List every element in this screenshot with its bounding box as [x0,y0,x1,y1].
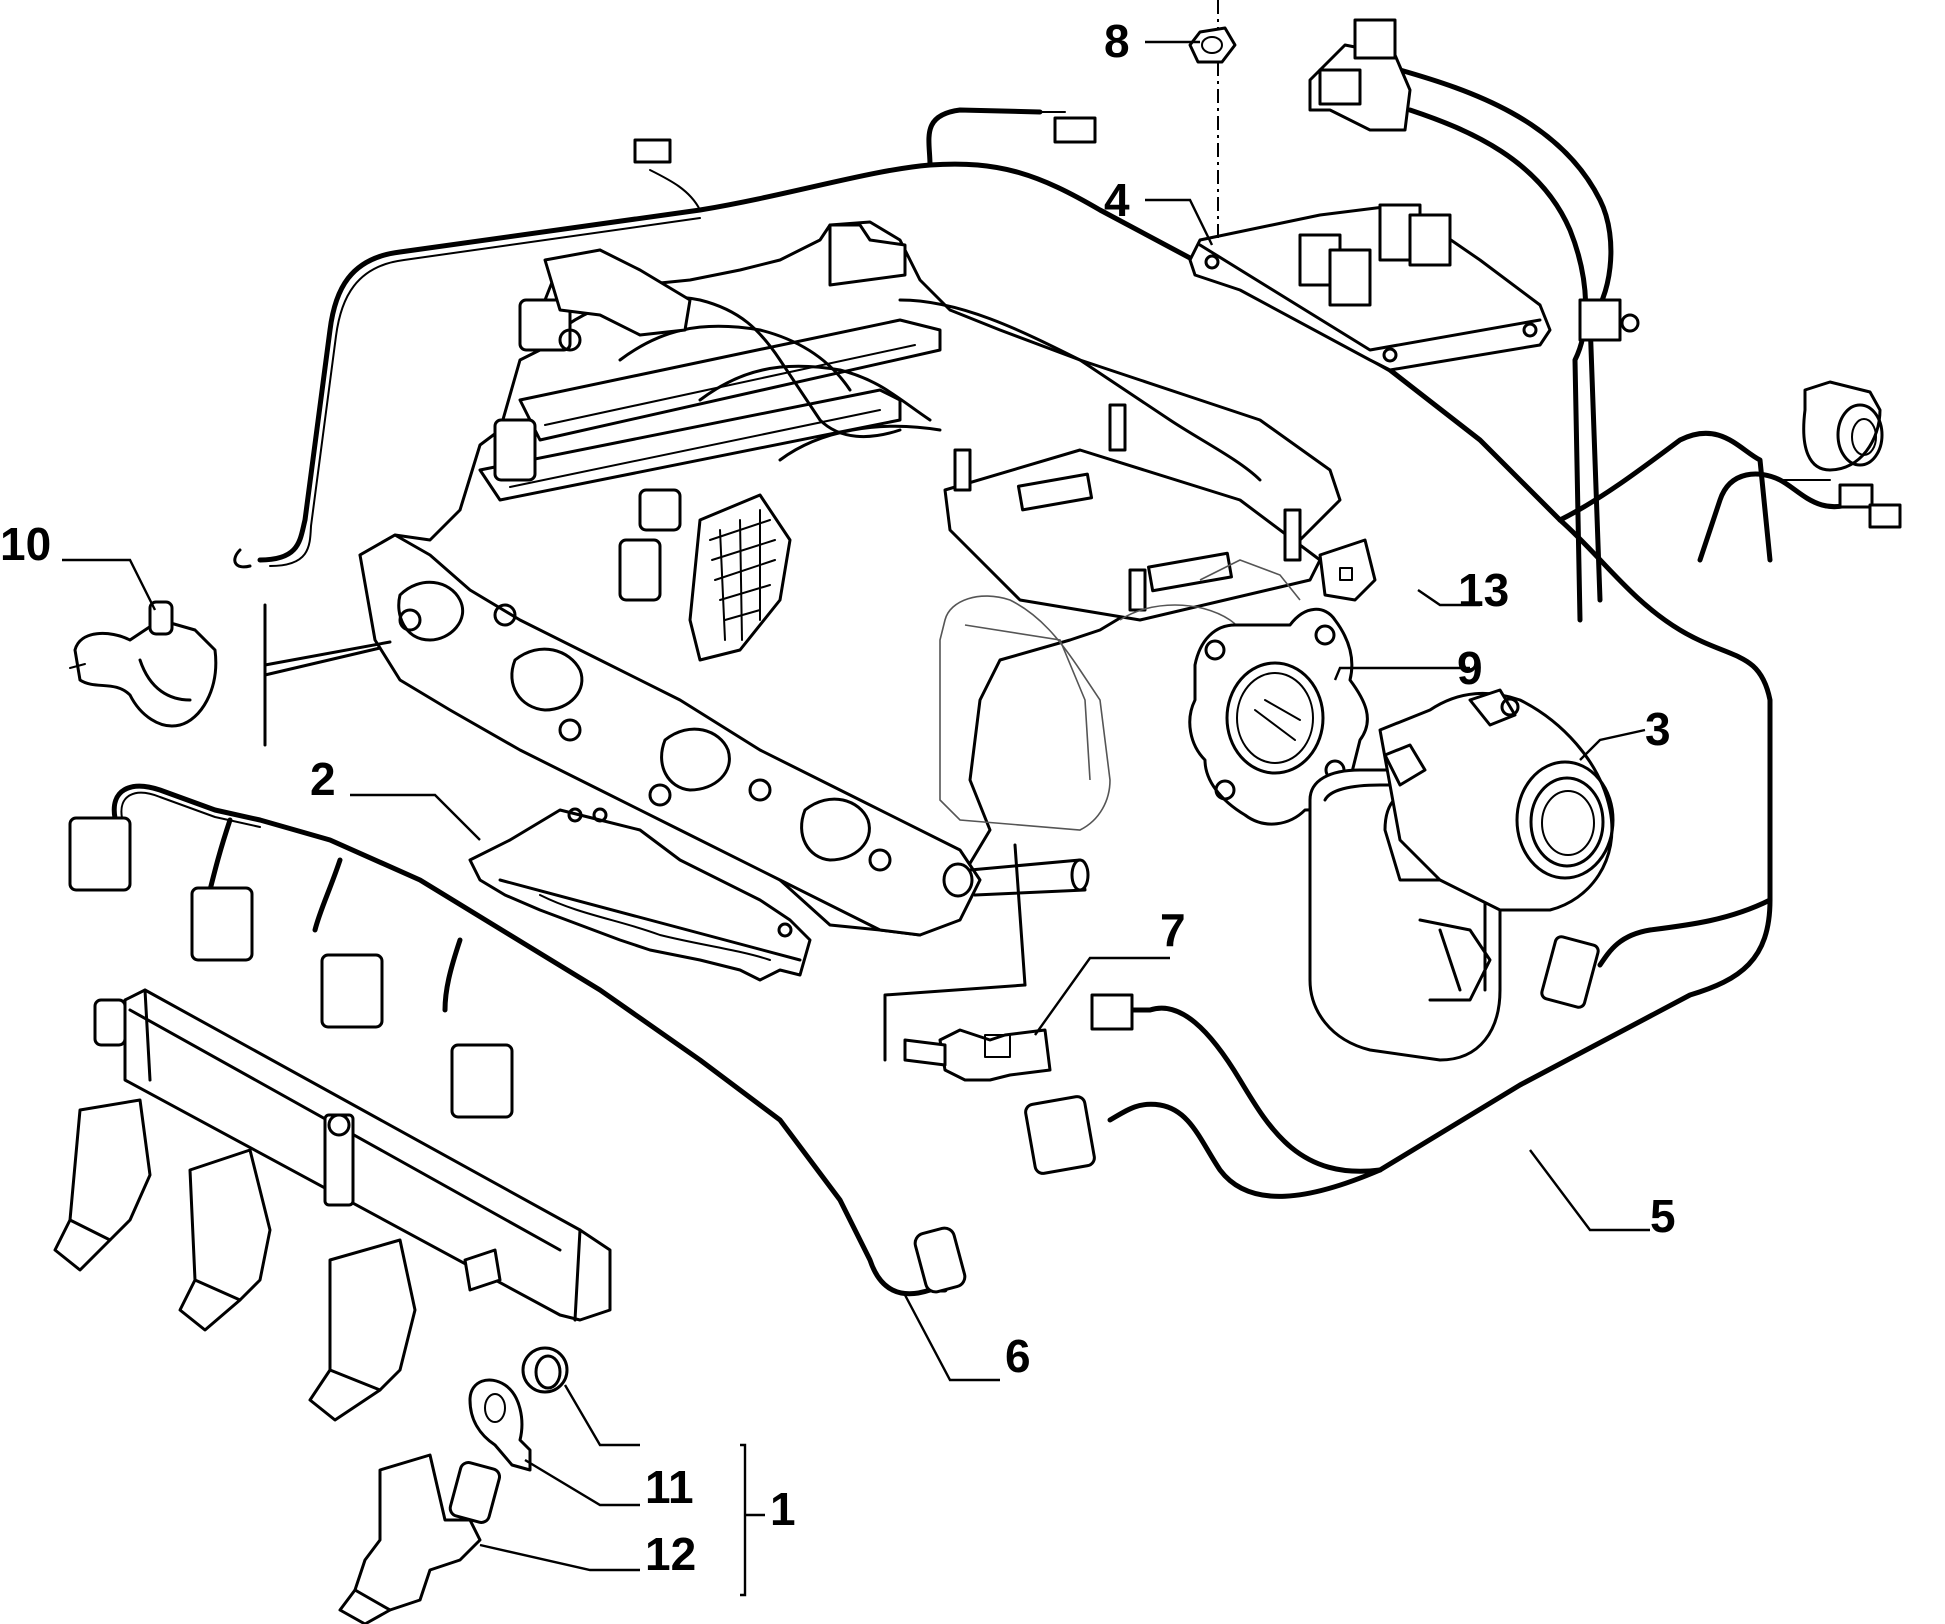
throttle-gasket [1188,607,1369,826]
temperature-sensor [883,843,1052,1082]
harness-clip [1578,298,1622,342]
temp-sensor-connector [1090,993,1134,1031]
injector-clip [468,1378,532,1472]
ecu-connector-b [1328,248,1372,307]
callout-2: 2 [310,753,336,805]
callout-13: 13 [1458,564,1509,616]
injector-plug-4 [450,1043,514,1119]
harness-lower-connector [1024,1095,1096,1175]
bracket-2 [468,807,812,982]
ecu-connector-d [1408,213,1452,267]
manifold-boss-3 [618,538,662,602]
manifold-top-mount [543,248,692,337]
injector-a [68,1098,152,1242]
plate-tab [1318,538,1377,602]
manifold-boss-4 [638,488,682,532]
harness-connector-right-a [1838,483,1874,509]
sensor-10 [69,600,218,728]
throttle-sensor-connector [1540,935,1600,1009]
relay-socket-a [1353,18,1397,60]
callouts: 8 4 10 2 3 13 9 5 6 7 11 1 12 [0,15,1676,1580]
callout-7: 7 [1160,904,1186,956]
callout-10: 10 [0,518,51,570]
manifold-cover-plate [943,403,1377,622]
injector-harness [68,783,967,1297]
harness-sensor-cap [1802,380,1882,472]
manifold-boss-2 [493,418,537,482]
callout-4: 4 [1104,174,1130,226]
plate-stud-4 [1128,568,1147,612]
throttle-body [1308,688,1615,1062]
main-wiring-harness [257,18,1902,1199]
sensor10-wedge [263,640,392,677]
injector-plug-2 [190,886,254,962]
fuel-rail-assembly [53,988,612,1422]
injector-plug-3 [320,953,384,1029]
harness-connector-right-b [1868,503,1902,529]
injector-c [328,1238,417,1392]
plate-stud-1 [953,448,972,492]
flange-bolt-head [942,862,974,898]
callout-6: 6 [1005,1330,1031,1382]
nut [1188,0,1237,240]
plate-stud-2 [1108,403,1127,452]
plate-stud-3 [1283,508,1302,562]
harness-connector-top-left [633,138,672,164]
injector-plug-1 [68,816,132,892]
harness6-end-grommet [913,1226,967,1294]
intake-manifold [358,220,1342,937]
injector-spare [338,1453,502,1624]
callout-3: 3 [1645,703,1671,755]
manifold-boss-1 [518,298,572,352]
relay-socket-b [1318,68,1362,106]
injector-b [188,1148,272,1302]
control-unit [1188,203,1552,372]
callout-9: 9 [1457,642,1483,694]
rail-end-cap [93,998,127,1047]
callout-11: 11 [645,1461,694,1513]
callout-1: 1 [770,1483,796,1535]
callout-8: 8 [1104,15,1130,67]
callout-5: 5 [1650,1190,1676,1242]
harness-connector-top [1053,116,1097,144]
callout-12: 12 [645,1528,696,1580]
leader-lines [62,40,1650,1597]
